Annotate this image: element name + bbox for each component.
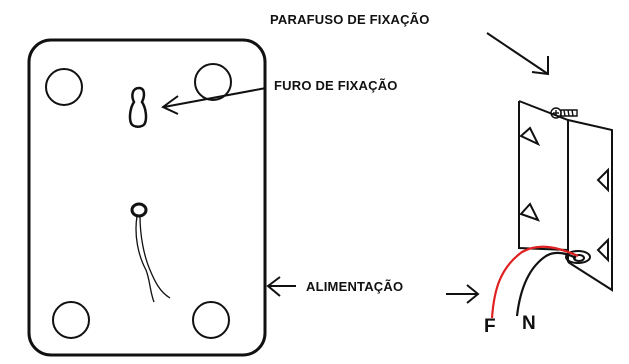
arrow-to-mounting-screw xyxy=(486,32,549,76)
mounting-screw-label: PARAFUSO DE FIXAÇÃO xyxy=(270,12,430,27)
corner-hole-bottom-right xyxy=(192,301,230,339)
corner-hole-top-right xyxy=(194,63,232,101)
box-tab-right-top xyxy=(596,167,609,193)
arrow-to-mounting-hole xyxy=(161,87,267,115)
cable-grommet xyxy=(130,202,148,218)
box-tab-left-top xyxy=(519,126,541,147)
power-supply-label: ALIMENTAÇÃO xyxy=(306,279,404,294)
corner-hole-top-left xyxy=(45,68,83,106)
box-tab-right-bottom xyxy=(596,237,609,263)
junction-box xyxy=(518,100,613,292)
neutral-label: N xyxy=(522,313,536,334)
box-tab-left-mid xyxy=(519,202,541,222)
mounting-hole-label: FURO DE FIXAÇÃO xyxy=(274,78,398,93)
keyhole-slot xyxy=(128,86,148,128)
junction-box-left-side xyxy=(518,101,569,251)
box-cable-entry xyxy=(565,250,591,264)
cable-wire-1 xyxy=(135,215,155,303)
device-outline xyxy=(27,38,267,357)
neutral-wire xyxy=(515,251,577,317)
cable-wire-2 xyxy=(139,215,171,299)
phase-label: F xyxy=(484,316,496,337)
junction-box-front xyxy=(518,100,613,292)
corner-hole-bottom-left xyxy=(52,301,90,339)
device-back-panel xyxy=(27,38,267,357)
screw-icon xyxy=(550,107,578,119)
arrow-to-device-power xyxy=(266,276,296,297)
arrow-to-junction-box xyxy=(446,284,480,304)
phase-wire xyxy=(490,245,579,319)
